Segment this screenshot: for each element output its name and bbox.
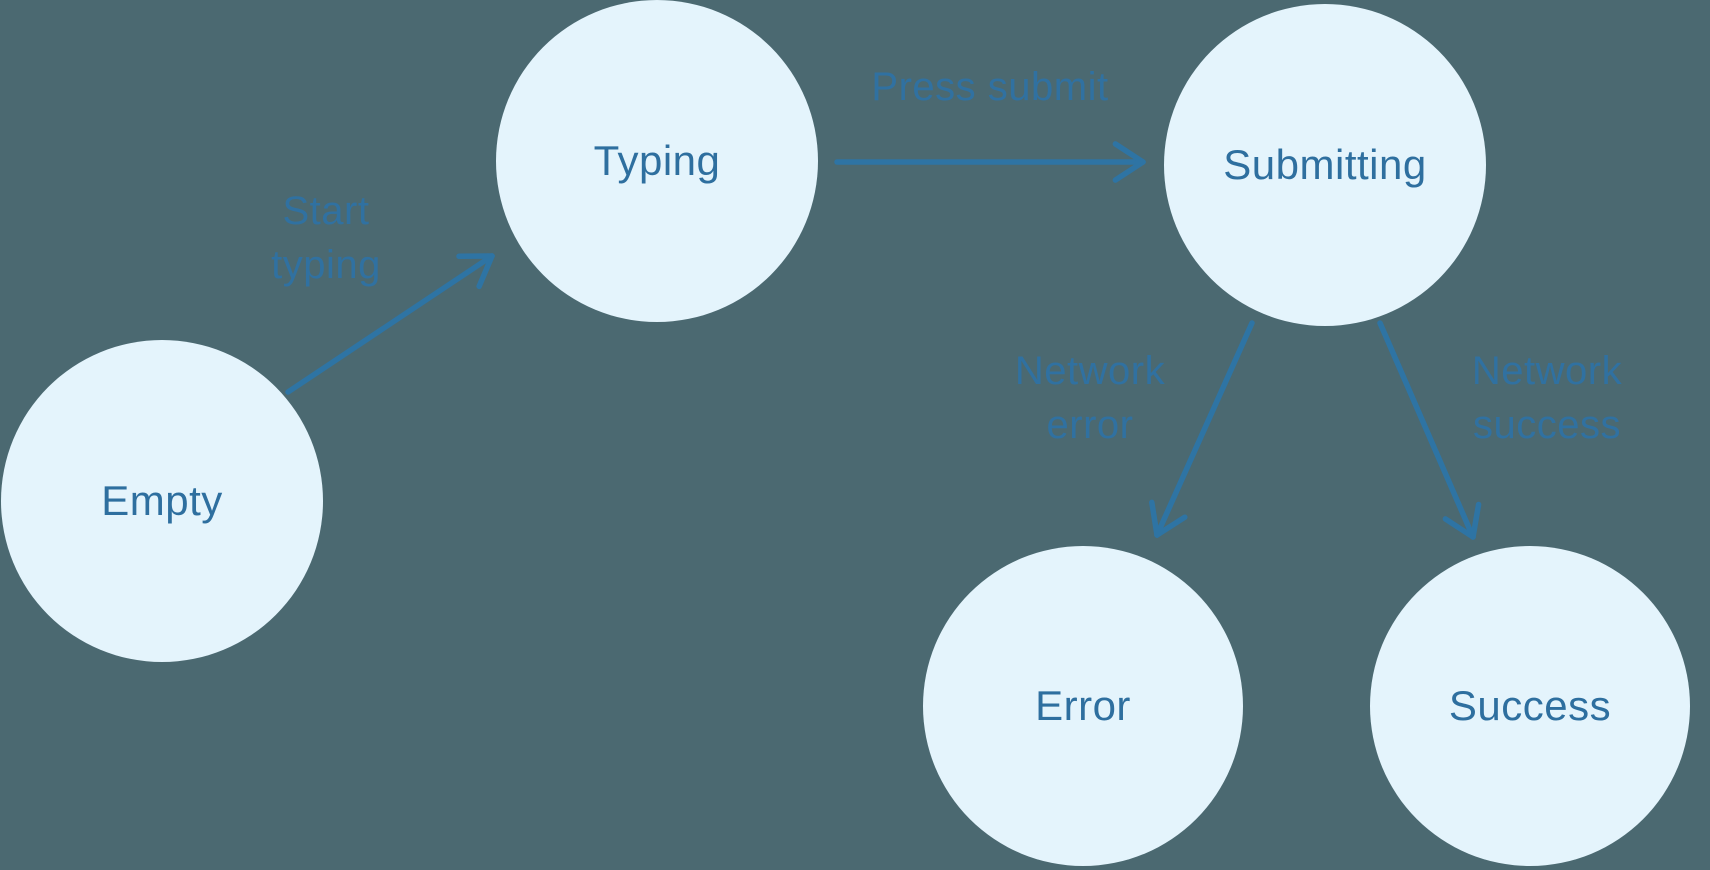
- transition-arrow-press-submit: [834, 141, 1146, 183]
- state-node-typing: Typing: [496, 0, 818, 322]
- transition-label-press-submit: Press submit: [871, 65, 1109, 109]
- state-node-error: Error: [923, 546, 1243, 866]
- transition-label-network-error: Network error: [1014, 349, 1166, 447]
- transition-label-network-success: Network success: [1471, 349, 1623, 447]
- arrowhead-icon: [1442, 516, 1476, 540]
- arrowhead-icon: [1112, 159, 1146, 183]
- state-label-error: Error: [1035, 682, 1131, 729]
- arrowhead-icon: [1470, 501, 1482, 540]
- transition-arrow-start-typing: [285, 253, 495, 395]
- state-label-success: Success: [1448, 682, 1612, 729]
- arrowhead-icon: [1154, 514, 1188, 538]
- state-label-typing: Typing: [593, 137, 721, 184]
- state-label-empty: Empty: [101, 477, 223, 524]
- transition-label-start-typing: Start typing: [271, 189, 381, 287]
- arrowhead-icon: [1112, 141, 1146, 165]
- state-node-submitting: Submitting: [1164, 4, 1486, 326]
- state-label-submitting: Submitting: [1223, 141, 1427, 188]
- transition-arrow-network-success: [1377, 320, 1482, 540]
- arrowhead-icon: [1149, 499, 1160, 538]
- transition-arrow-network-error: [1149, 320, 1255, 538]
- state-node-success: Success: [1370, 546, 1690, 866]
- arrowhead-icon: [476, 253, 495, 290]
- state-node-empty: Empty: [1, 340, 323, 662]
